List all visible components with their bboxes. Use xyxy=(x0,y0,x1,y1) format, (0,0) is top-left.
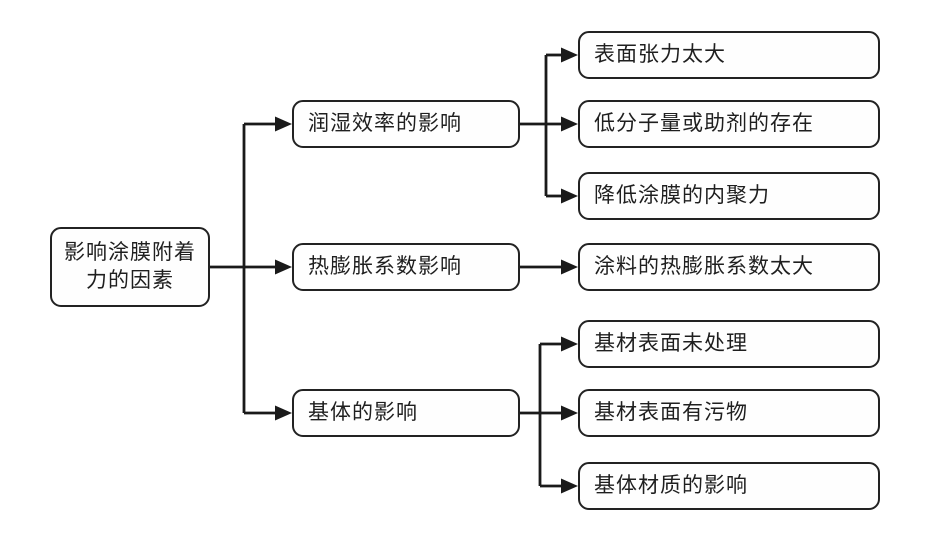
node-leaf-surface-contaminated: 基材表面有污物 xyxy=(578,389,880,437)
node-leaf-label: 基材表面有污物 xyxy=(594,400,748,424)
node-root: 影响涂膜附着 力的因素 xyxy=(50,227,210,307)
node-leaf-surface-tension: 表面张力太大 xyxy=(578,31,880,79)
node-leaf-label: 表面张力太大 xyxy=(594,42,726,66)
arrowhead-leaf5 xyxy=(561,336,578,352)
node-root-label-line1: 影响涂膜附着 xyxy=(64,240,196,264)
node-leaf-label: 低分子量或助剂的存在 xyxy=(594,111,814,135)
arrowhead-leaf3 xyxy=(561,188,578,204)
node-branch-label: 基体的影响 xyxy=(308,400,418,424)
node-leaf-reduced-cohesion: 降低涂膜的内聚力 xyxy=(578,172,880,220)
node-root-label-line2: 力的因素 xyxy=(86,269,174,292)
arrowhead-leaf6 xyxy=(561,405,578,421)
node-leaf-coating-expansion-too-large: 涂料的热膨胀系数太大 xyxy=(578,243,880,291)
arrowhead-leaf7 xyxy=(561,478,578,494)
node-leaf-label: 基材表面未处理 xyxy=(594,331,748,355)
arrowhead-leaf1 xyxy=(561,47,578,63)
node-branch-substrate: 基体的影响 xyxy=(292,389,520,437)
node-leaf-surface-untreated: 基材表面未处理 xyxy=(578,320,880,368)
arrowhead-leaf2 xyxy=(561,116,578,132)
node-leaf-low-molecular-weight: 低分子量或助剂的存在 xyxy=(578,100,880,148)
node-branch-wetting-efficiency: 润湿效率的影响 xyxy=(292,100,520,148)
arrowhead-leaf4 xyxy=(561,259,578,275)
arrowhead-branch3 xyxy=(275,405,292,421)
arrowhead-branch2 xyxy=(275,259,292,275)
node-branch-label: 热膨胀系数影响 xyxy=(308,254,462,278)
node-leaf-label: 降低涂膜的内聚力 xyxy=(594,183,770,207)
arrowhead-branch1 xyxy=(275,116,292,132)
node-branch-label: 润湿效率的影响 xyxy=(308,111,462,135)
node-leaf-label: 基体材质的影响 xyxy=(594,473,748,497)
node-branch-thermal-expansion: 热膨胀系数影响 xyxy=(292,243,520,291)
node-leaf-substrate-material: 基体材质的影响 xyxy=(578,462,880,510)
node-leaf-label: 涂料的热膨胀系数太大 xyxy=(594,254,814,278)
